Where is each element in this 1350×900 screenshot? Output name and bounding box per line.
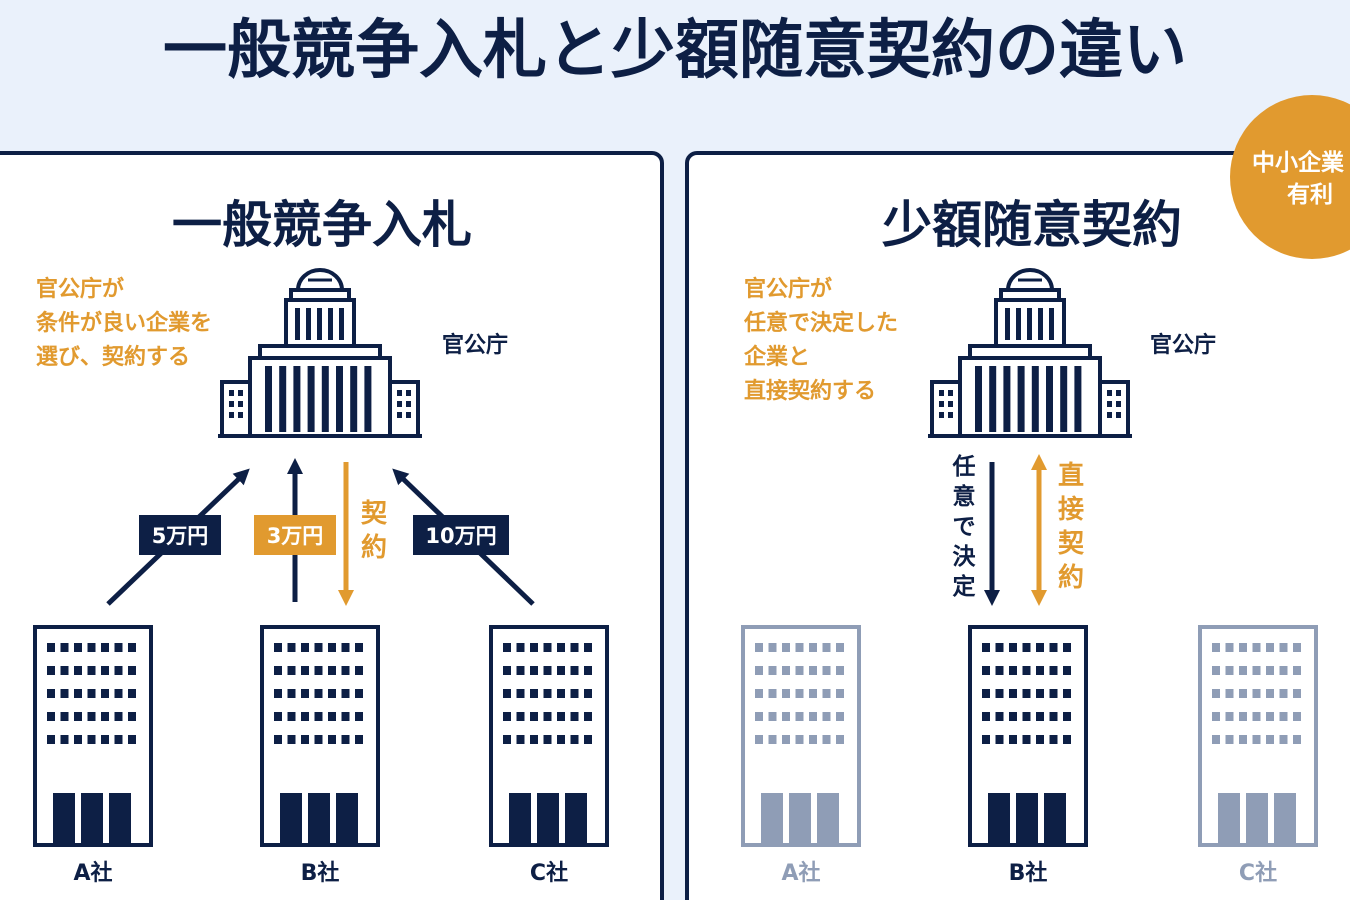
company-label-left-c: C社 [530, 860, 568, 886]
right-arrows [983, 453, 1048, 607]
company-building-icon [489, 625, 609, 847]
bid-tag-c: 10万円 [413, 515, 509, 555]
direct-contract-label: 直接契約 [1057, 461, 1085, 593]
left-panel-heading: 一般競争入札 [172, 196, 472, 254]
company-label-right-a: A社 [781, 860, 820, 886]
right-description-line-1: 官公庁が [744, 276, 832, 302]
government-building-icon [218, 268, 422, 438]
company-label-right-c: C社 [1239, 860, 1277, 886]
right-description-line-2: 任意で決定した [743, 310, 898, 336]
right-panel-heading: 少額随意契約 [882, 196, 1182, 254]
right-office-label: 官公庁 [1150, 332, 1216, 358]
right-description: 官公庁が 任意で決定した 企業と 直接契約する [743, 276, 898, 404]
company-building-icon [1198, 625, 1318, 847]
company-label-right-b: B社 [1009, 860, 1048, 886]
right-description-line-4: 直接契約する [744, 378, 876, 404]
left-office-label: 官公庁 [442, 332, 508, 358]
badge-line-1: 中小企業 [1252, 149, 1345, 176]
main-title: 一般競争入札と少額随意契約の違い [163, 14, 1187, 88]
left-description-line-3: 選び、契約する [36, 344, 190, 370]
sme-advantage-badge: 中小企業 有利 [1230, 95, 1350, 259]
left-description-line-2: 条件が良い企業を [35, 310, 212, 336]
bid-amount-b: 3万円 [267, 524, 324, 548]
bid-tag-a: 5万円 [139, 515, 221, 555]
company-building-icon [968, 625, 1088, 847]
companies-right [741, 625, 1318, 847]
bid-amount-a: 5万円 [152, 524, 209, 548]
right-description-line-3: 企業と [743, 344, 810, 370]
company-building-icon [741, 625, 861, 847]
left-description-line-1: 官公庁が [36, 276, 124, 302]
bid-tag-b: 3万円 [254, 515, 336, 555]
badge-line-2: 有利 [1287, 181, 1333, 208]
government-building-icon [928, 268, 1132, 438]
companies-left [33, 625, 609, 847]
arbitrary-decision-label: 任意で決定 [952, 453, 977, 600]
company-building-icon [260, 625, 380, 847]
company-label-left-b: B社 [301, 860, 340, 886]
company-building-icon [33, 625, 153, 847]
company-label-left-a: A社 [73, 860, 112, 886]
contract-label: 契約 [360, 499, 388, 563]
left-description: 官公庁が 条件が良い企業を 選び、契約する [35, 276, 212, 370]
bid-amount-c: 10万円 [425, 524, 496, 548]
